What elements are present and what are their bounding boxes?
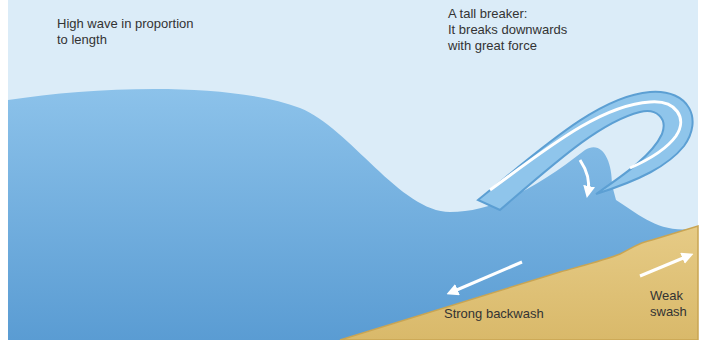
breaker-curl-arrow bbox=[490, 102, 681, 190]
beach-sand bbox=[340, 226, 698, 340]
backwash-label: Strong backwash bbox=[444, 306, 604, 322]
swash-label: Weak swash bbox=[650, 288, 694, 320]
breaker-note: It breaks downwards with great force bbox=[448, 22, 578, 54]
swash-arrow bbox=[640, 256, 688, 276]
breaker-lip bbox=[478, 92, 693, 210]
sky-background bbox=[8, 0, 698, 340]
breaking-down-arrow bbox=[580, 160, 589, 192]
breaker-heading: A tall breaker: bbox=[448, 6, 608, 22]
backwash-arrow bbox=[452, 262, 522, 292]
sea-water bbox=[8, 89, 698, 340]
wave-height-note: High wave in proportion to length bbox=[57, 16, 207, 48]
